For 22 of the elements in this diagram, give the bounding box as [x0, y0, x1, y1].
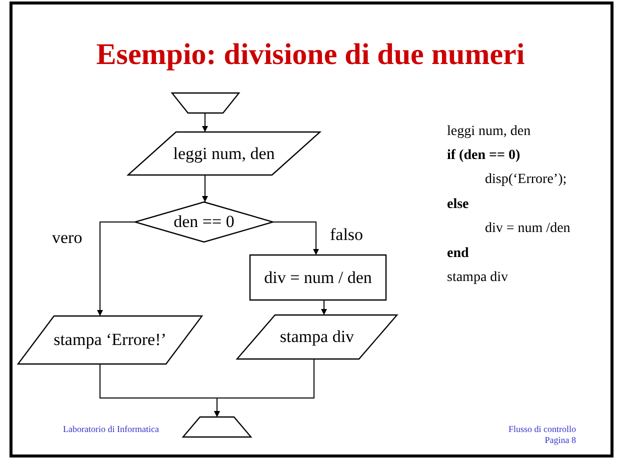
footer-text: Flusso di controllo [507, 424, 576, 434]
slide-title: Esempio: divisione di due numeri [95, 38, 526, 72]
node-text: den == 0 [174, 212, 234, 232]
node-text: stampa div [280, 327, 354, 347]
node-text: leggi num, den [173, 144, 275, 164]
arrow [97, 222, 136, 316]
code-line: disp(‘Errore’); [485, 172, 567, 188]
code-line: if (den == 0) [447, 148, 520, 164]
code-line: leggi num, den [447, 124, 531, 140]
code-line: div = num /den [485, 221, 570, 237]
arrow [202, 112, 208, 132]
code-line: end [447, 246, 469, 262]
arrow [272, 222, 319, 256]
footer-text: Laboratorio di Informatica [63, 424, 159, 434]
code-line: else [447, 197, 469, 213]
arrow [202, 174, 208, 202]
node-text: div = num / den [264, 268, 372, 288]
arrow [321, 300, 327, 316]
code-line: stampa div [447, 270, 508, 286]
footer-text: Pagina 8 [544, 435, 576, 445]
arrow [214, 358, 314, 418]
node-text: stampa ‘Errore!’ [54, 330, 166, 350]
